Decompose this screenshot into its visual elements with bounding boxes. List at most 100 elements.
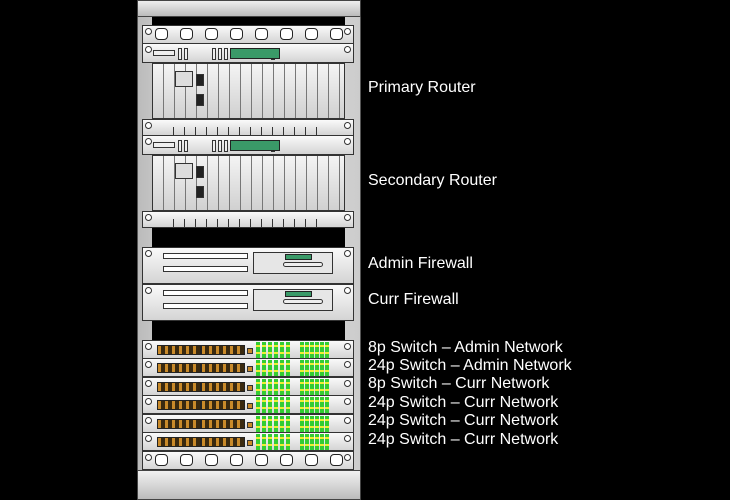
- drive-bay: [163, 290, 248, 296]
- led-column: [256, 342, 260, 358]
- led-column: [262, 416, 266, 432]
- led-column: [300, 379, 304, 395]
- port-group: [157, 345, 201, 355]
- led-column: [310, 416, 314, 432]
- drive-bay: [163, 253, 248, 259]
- led-column: [315, 342, 319, 358]
- drive-bay: [163, 266, 248, 272]
- uplink-port: [247, 366, 253, 372]
- outlet-icon: [230, 28, 243, 40]
- label-secondary-router: Secondary Router: [368, 172, 497, 189]
- port-group: [157, 437, 201, 447]
- port-group: [157, 382, 201, 392]
- button-row: [283, 262, 323, 267]
- port-group: [201, 345, 245, 355]
- label-switch: 24p Switch – Curr Network: [368, 431, 559, 448]
- led-column: [274, 379, 278, 395]
- led-column: [268, 397, 272, 413]
- button-row: [283, 299, 323, 304]
- slot: [224, 140, 228, 152]
- label-switch: 8p Switch – Admin Network: [368, 339, 563, 356]
- port: [196, 74, 204, 86]
- led-column: [300, 342, 304, 358]
- led-column: [256, 416, 260, 432]
- led-column: [325, 342, 329, 358]
- outlet-icon: [230, 454, 243, 466]
- led-column: [262, 434, 266, 450]
- led-column: [280, 434, 284, 450]
- led-column: [325, 434, 329, 450]
- led-column: [320, 397, 324, 413]
- secondary-router-body: [152, 155, 345, 211]
- led-column: [280, 379, 284, 395]
- led-column: [268, 360, 272, 376]
- label-switch: 24p Switch – Curr Network: [368, 412, 559, 429]
- led-column: [262, 379, 266, 395]
- uplink-port: [247, 385, 253, 391]
- lcd-display: [230, 48, 280, 59]
- led-column: [256, 397, 260, 413]
- led-column: [268, 342, 272, 358]
- module-panel: [175, 163, 193, 179]
- led-column: [280, 416, 284, 432]
- slot: [178, 48, 182, 60]
- uplink-port: [247, 348, 253, 354]
- led-column: [315, 397, 319, 413]
- led-column: [274, 342, 278, 358]
- led-column: [315, 416, 319, 432]
- outlet-icon: [305, 454, 318, 466]
- outlet-icon: [155, 454, 168, 466]
- admin-firewall: [142, 247, 354, 284]
- led-column: [274, 397, 278, 413]
- curr-firewall: [142, 284, 354, 321]
- outlet-icon: [255, 28, 268, 40]
- led-column: [286, 434, 290, 450]
- slot: [224, 48, 228, 60]
- led-column: [310, 434, 314, 450]
- led-column: [286, 379, 290, 395]
- slot: [218, 48, 222, 60]
- label-admin-firewall: Admin Firewall: [368, 255, 473, 272]
- led-column: [310, 397, 314, 413]
- label-primary-router: Primary Router: [368, 79, 476, 96]
- led-column: [305, 342, 309, 358]
- port-group: [201, 419, 245, 429]
- port-group: [157, 363, 201, 373]
- primary-router-body: [152, 63, 345, 119]
- led-column: [310, 342, 314, 358]
- serial-port: [153, 50, 175, 56]
- port-group: [201, 437, 245, 447]
- slot: [218, 140, 222, 152]
- led-column: [268, 434, 272, 450]
- port: [196, 94, 204, 106]
- led-column: [325, 416, 329, 432]
- outlet-icon: [180, 28, 193, 40]
- led-column: [305, 416, 309, 432]
- slot: [178, 140, 182, 152]
- led-column: [305, 397, 309, 413]
- led-column: [315, 360, 319, 376]
- outlet-icon: [305, 28, 318, 40]
- switch: [142, 377, 354, 396]
- switch: [142, 340, 354, 359]
- led-column: [268, 416, 272, 432]
- led-column: [320, 379, 324, 395]
- drive-bay: [163, 303, 248, 309]
- led-column: [300, 397, 304, 413]
- label-switch: 8p Switch – Curr Network: [368, 375, 550, 392]
- outlet-icon: [180, 454, 193, 466]
- port-group: [201, 382, 245, 392]
- switch: [142, 432, 354, 451]
- secondary-router-fan-tray: [142, 211, 354, 228]
- uplink-port: [247, 403, 253, 409]
- slot: [212, 140, 216, 152]
- led-column: [262, 342, 266, 358]
- lcd-display: [285, 291, 312, 297]
- primary-router-head: [142, 43, 354, 63]
- uplink-port: [247, 440, 253, 446]
- led-column: [300, 416, 304, 432]
- led-column: [315, 434, 319, 450]
- rack-top-cap: [137, 0, 361, 17]
- outlet-icon: [330, 454, 343, 466]
- led-column: [300, 360, 304, 376]
